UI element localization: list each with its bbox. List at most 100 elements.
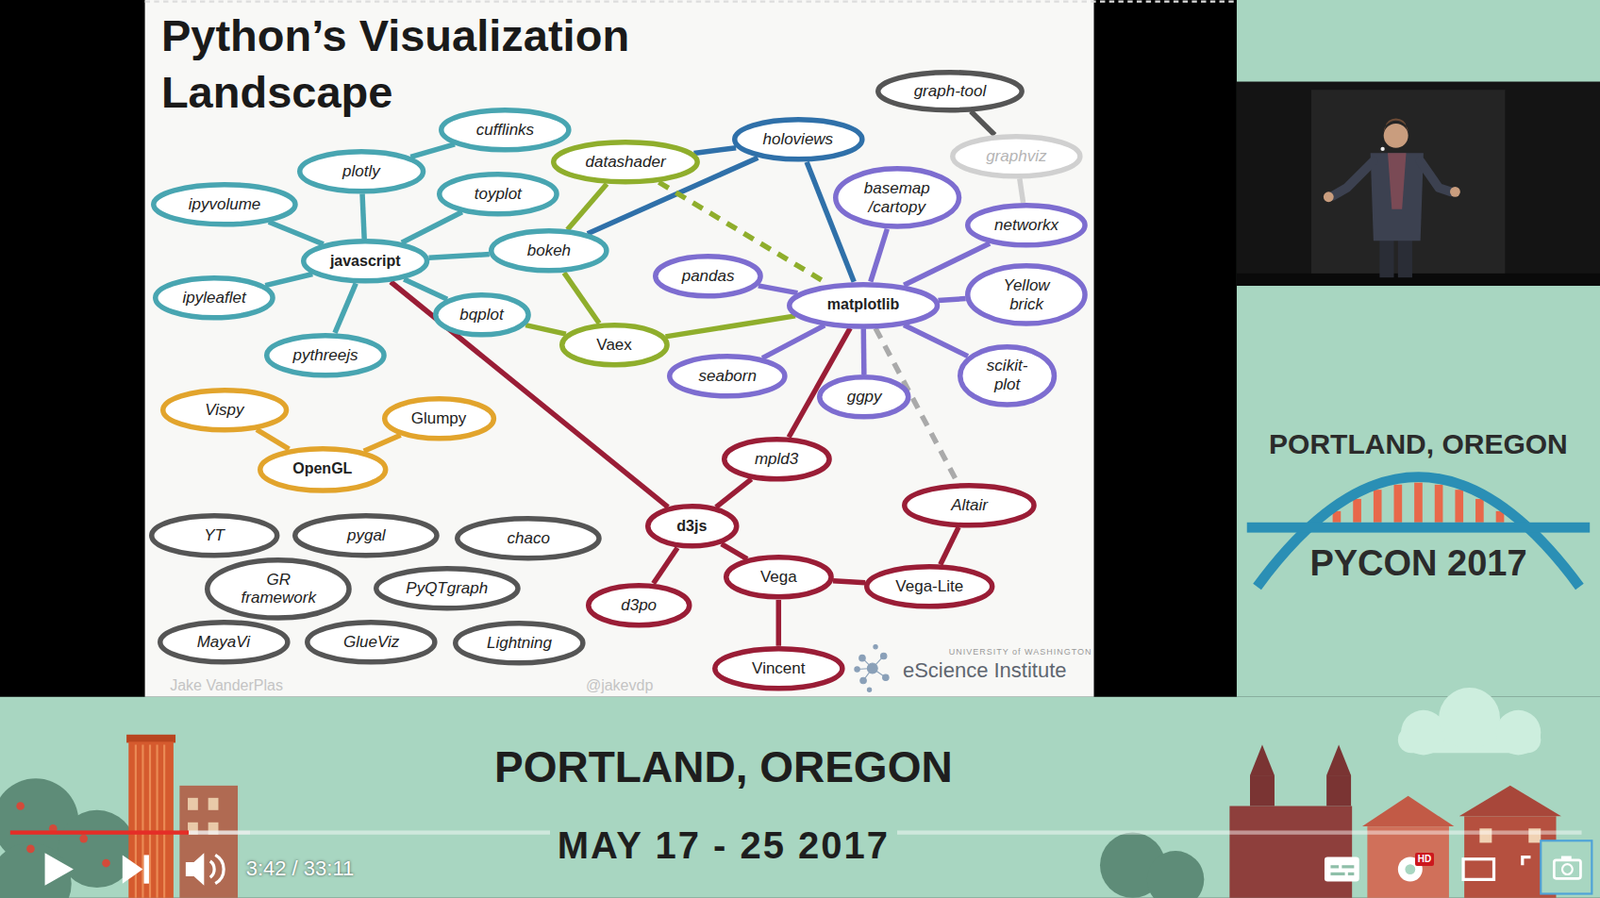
camera-icon — [1553, 860, 1581, 879]
library-ellipse: graphviz — [950, 133, 1084, 180]
library-ellipse: Yellow brick — [965, 263, 1088, 327]
library-name: ipyvolume — [188, 195, 262, 215]
top-dashed-border — [145, 0, 1237, 3]
berry — [26, 845, 35, 854]
library-name: graphviz — [985, 147, 1047, 167]
connector-line — [653, 548, 678, 584]
library-name: mpld3 — [754, 450, 799, 469]
library-ellipse: MayaVi — [157, 619, 291, 666]
video-time: 3:42 / 33:11 — [246, 856, 355, 881]
node-label-group: bokeh — [527, 241, 571, 261]
subtitles-line — [1341, 865, 1354, 868]
speaker-mic — [1380, 147, 1384, 151]
library-name: seaborn — [698, 366, 756, 386]
library-ellipse: pygal — [292, 513, 440, 559]
node-label-group: graph-tool — [914, 82, 987, 101]
node-label-group: Lightning — [486, 633, 552, 653]
library-name: Vaex — [596, 335, 633, 355]
node-label-group: pygal — [347, 526, 386, 546]
bridge-rib — [1475, 499, 1484, 523]
ellipse-border — [300, 151, 424, 192]
node-label-group: seaborn — [698, 366, 756, 386]
library-ellipse: ipyvolume — [150, 182, 299, 228]
subtitles-line — [1348, 872, 1354, 876]
subtitles-icon — [1324, 857, 1360, 883]
connector-line — [1019, 178, 1024, 203]
node-label-group: Vincent — [751, 659, 805, 679]
library-name: ggpy — [847, 387, 883, 407]
library-ellipse: pandas — [652, 253, 764, 300]
node-label-group: matplotlib — [827, 296, 900, 314]
speaker-hand — [1450, 186, 1461, 198]
node-label-group: cufflinks — [476, 120, 534, 140]
tower-stripes — [135, 745, 165, 898]
ellipse-border — [726, 557, 832, 598]
ellipse-border — [163, 390, 287, 431]
logo-dot — [860, 677, 867, 684]
slide-title: Python’s Visualization Landscape — [161, 7, 728, 121]
library-ellipse: Vaex — [559, 322, 670, 368]
node-label-group: Vega-Lite — [895, 577, 964, 597]
connector-line — [390, 282, 668, 508]
node-label-group: Vaex — [596, 335, 633, 355]
speaker-leg — [1379, 234, 1394, 278]
node-label-group: Glumpy — [411, 409, 467, 429]
handle-watermark: @jakevdp — [585, 677, 653, 695]
ellipse-border — [669, 356, 785, 397]
logo-dot — [854, 666, 860, 672]
bridge-rib — [1454, 489, 1464, 523]
connector-line — [564, 272, 600, 324]
ellipse-border — [561, 325, 667, 366]
window — [187, 798, 199, 811]
institute-logo — [854, 645, 889, 693]
church-tower — [1250, 775, 1275, 806]
ellipse-border — [259, 448, 385, 490]
ellipse-border — [834, 168, 959, 227]
progress-buffered — [188, 830, 250, 834]
connector-line — [903, 324, 968, 356]
connector-line — [362, 193, 365, 239]
library-ellipse: ipyleaflet — [152, 275, 276, 321]
connector-line — [256, 429, 289, 450]
library-ellipse: PyQTgraph — [373, 566, 521, 612]
bottom-band — [0, 697, 1600, 898]
ellipse-border — [952, 135, 1081, 176]
ellipse-border — [266, 334, 384, 375]
library-ellipse: scikit-plot — [957, 344, 1057, 408]
slide-background — [145, 0, 1095, 698]
connector-line — [429, 254, 490, 259]
library-ellipse: d3po — [585, 583, 693, 629]
connector-line — [776, 600, 783, 647]
ellipse-border — [439, 173, 557, 214]
logo-event: PYCON 2017 — [1309, 543, 1527, 585]
node-label-group: datashader — [585, 152, 667, 172]
library-name: graph-tool — [914, 82, 987, 101]
cloud-part — [1438, 687, 1500, 750]
library-name: Glumpy — [411, 409, 467, 429]
settings-gear-hole — [1404, 864, 1416, 875]
banner-city: PORTLAND, OREGON — [494, 742, 953, 793]
connector-line — [334, 283, 356, 333]
logo-dot — [859, 654, 866, 661]
node-label-group: Vega — [760, 567, 798, 587]
connector-line — [410, 144, 455, 158]
speaker-shirt — [1387, 152, 1406, 209]
screenshot-button — [1540, 840, 1592, 894]
ellipse-border — [588, 584, 690, 625]
library-ellipse: seaborn — [666, 353, 788, 400]
library-ellipse: d3js — [645, 503, 740, 550]
library-ellipse: Vincent — [712, 646, 846, 692]
ellipse-border — [159, 621, 287, 662]
library-name: Altair — [950, 496, 988, 516]
connector-line — [401, 212, 463, 243]
ellipse-border — [723, 439, 829, 480]
node-label-group: GlueViz — [343, 633, 400, 652]
library-name: datashader — [585, 152, 667, 172]
library-ellipse: mpld3 — [721, 436, 833, 483]
progress-played — [10, 830, 189, 834]
node-label-group: d3po — [620, 596, 657, 616]
ellipse-border — [455, 622, 584, 663]
side-panel — [1236, 0, 1600, 698]
library-ellipse: Glumpy — [382, 396, 497, 442]
